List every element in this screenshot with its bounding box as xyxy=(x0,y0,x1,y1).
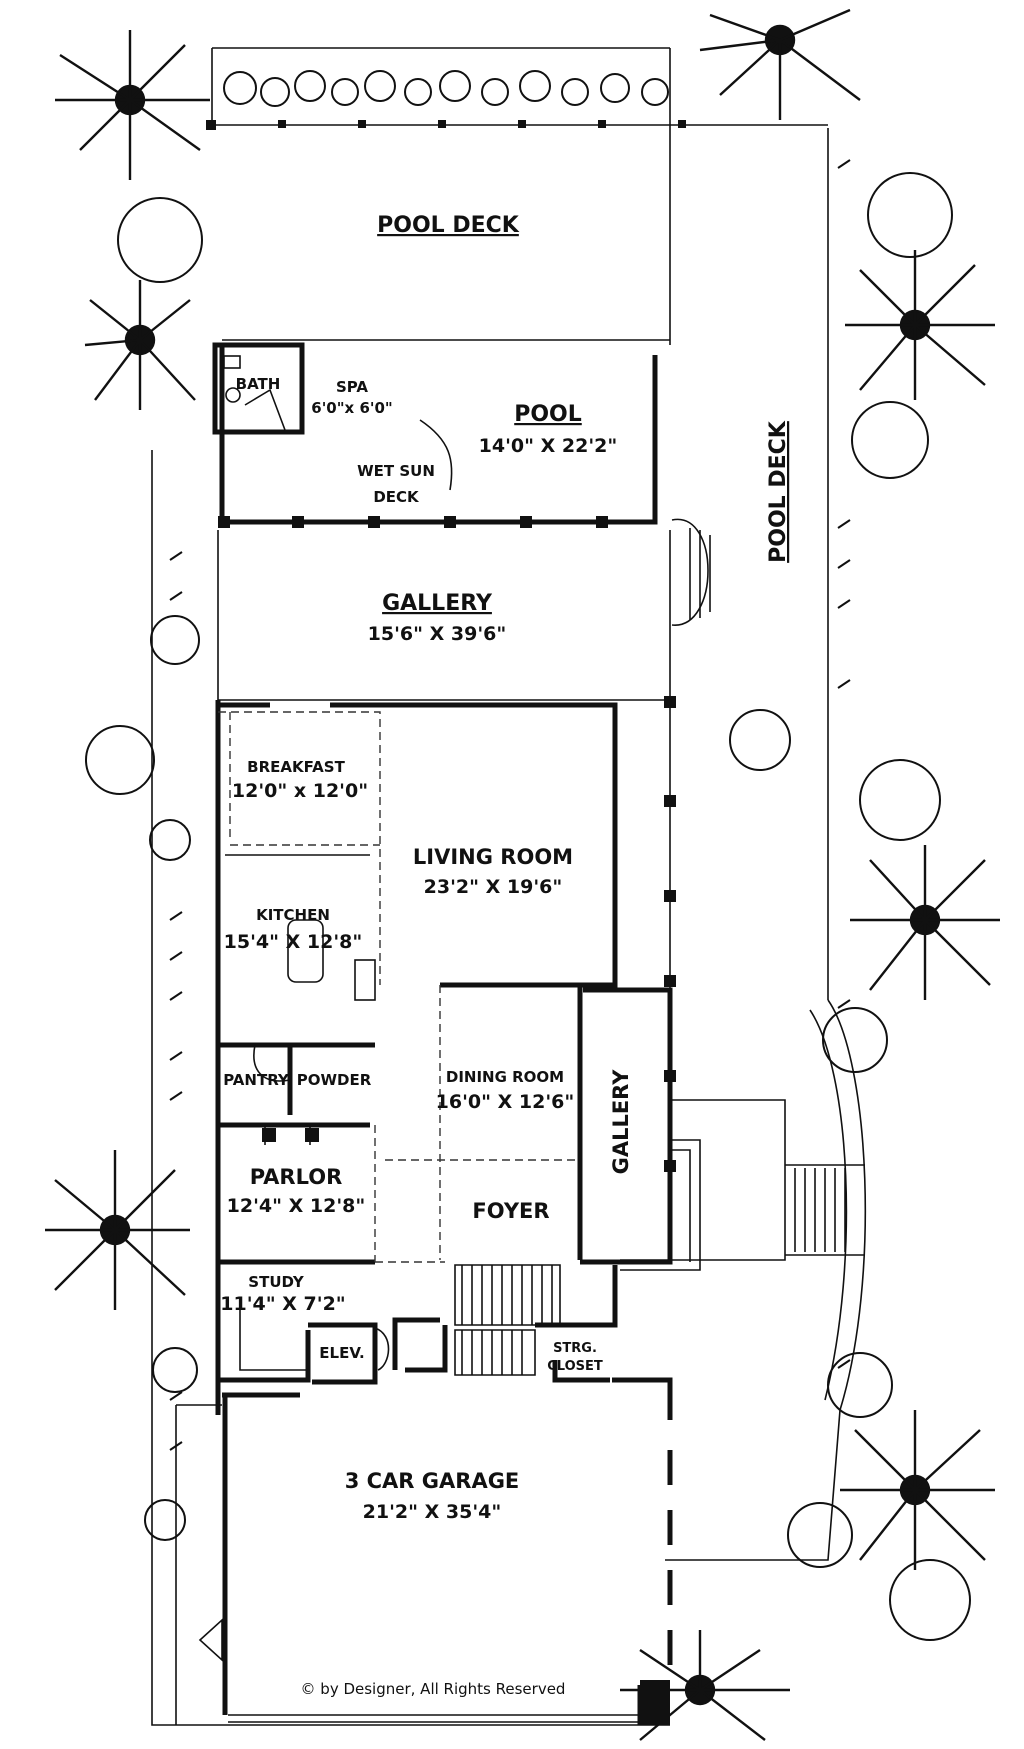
palm-tree-icon xyxy=(845,250,995,400)
palm-tree-icon xyxy=(850,845,1000,1000)
bath-label: BATH xyxy=(236,375,281,393)
living-room-label: LIVING ROOM xyxy=(413,845,573,869)
pool-area xyxy=(206,120,828,626)
gallery-rear-dims: 15'6" X 39'6" xyxy=(368,623,507,645)
site-lines xyxy=(151,47,867,1726)
pool-label: POOL xyxy=(514,402,582,427)
house-walls xyxy=(198,530,865,1725)
foyer-label: FOYER xyxy=(472,1199,549,1223)
deck-post xyxy=(598,120,606,128)
breakfast-label: BREAKFAST xyxy=(247,758,345,776)
bath-walls xyxy=(212,342,305,435)
storage-closet-label-1: STRG. xyxy=(553,1341,597,1356)
gallery-rear-label: GALLERY xyxy=(382,591,493,616)
study-label: STUDY xyxy=(248,1273,305,1291)
pool-dims: 14'0" X 22'2" xyxy=(479,435,618,457)
storage-closet-label-2: CLOSET xyxy=(547,1359,603,1374)
gallery-side-label: GALLERY xyxy=(609,1069,633,1175)
parlor-label: PARLOR xyxy=(250,1165,343,1189)
deck-post xyxy=(358,120,366,128)
spa-dims: 6'0"x 6'0" xyxy=(311,399,392,417)
deck-post xyxy=(206,120,216,130)
palm-tree-icon xyxy=(45,1150,190,1310)
study-dims: 11'4" X 7'2" xyxy=(220,1293,345,1315)
pool-deck-top-label: POOL DECK xyxy=(377,213,520,238)
breakfast-dims: 12'0" x 12'0" xyxy=(232,780,368,802)
garage-dims: 21'2" X 35'4" xyxy=(363,1501,502,1523)
dining-room-label: DINING ROOM xyxy=(446,1068,564,1086)
room-labels: POOL DECK POOL DECK BATH SPA 6'0"x 6'0" … xyxy=(220,213,791,1698)
copyright-notice: © by Designer, All Rights Reserved xyxy=(301,1680,566,1698)
elevator-label: ELEV. xyxy=(319,1344,364,1362)
shrub-icon xyxy=(85,172,971,1641)
wet-sun-deck-label-2: DECK xyxy=(373,488,420,506)
spa-label: SPA xyxy=(336,378,368,396)
deck-post xyxy=(518,120,526,128)
palm-tree-icon xyxy=(84,280,196,410)
living-room-dims: 23'2" X 19'6" xyxy=(424,876,563,898)
landscaping xyxy=(45,8,1000,1741)
shrub-icon xyxy=(223,70,669,107)
pantry-label: PANTRY xyxy=(223,1071,290,1089)
palm-tree-icon xyxy=(55,30,210,180)
deck-post xyxy=(678,120,686,128)
parlor-dims: 12'4" X 12'8" xyxy=(227,1195,366,1217)
dining-room-dims: 16'0" X 12'6" xyxy=(436,1091,575,1113)
wet-sun-deck-label-1: WET SUN xyxy=(357,462,435,480)
deck-post xyxy=(438,120,446,128)
kitchen-label: KITCHEN xyxy=(256,906,330,924)
deck-post xyxy=(278,120,286,128)
powder-label: POWDER xyxy=(297,1071,372,1089)
palm-tree-icon xyxy=(699,8,861,120)
pool-deck-side-label: POOL DECK xyxy=(766,420,791,563)
kitchen-dims: 15'4" X 12'8" xyxy=(224,931,363,953)
garage-label: 3 CAR GARAGE xyxy=(345,1469,520,1493)
palm-tree-icon xyxy=(840,1410,995,1570)
